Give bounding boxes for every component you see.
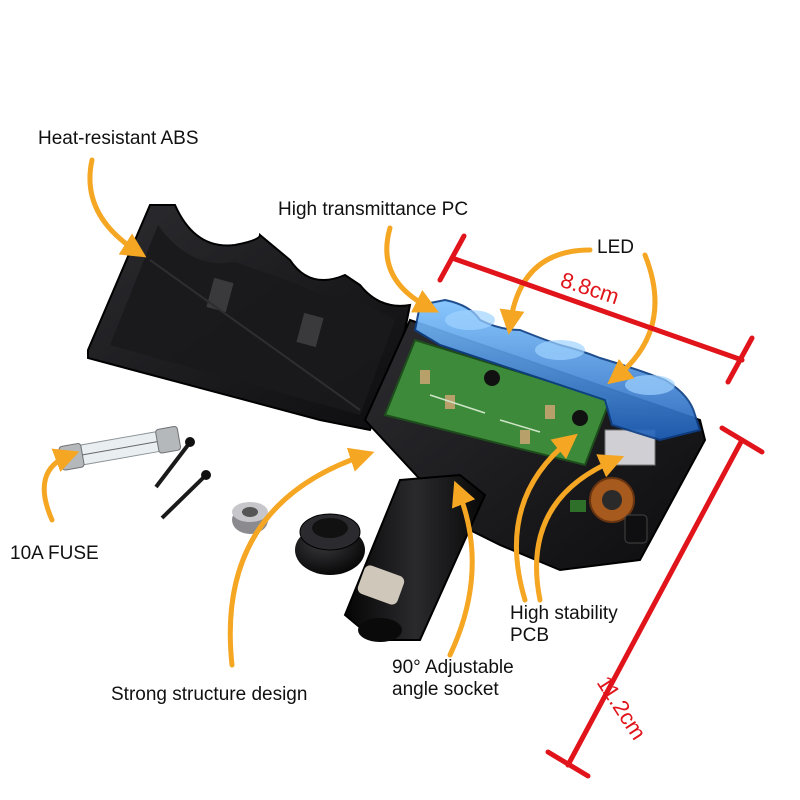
screws (154, 437, 211, 520)
glass-fuse (58, 426, 182, 471)
dimension-lines (437, 233, 765, 779)
label-pcb-line1: High stability (510, 603, 618, 624)
label-fuse: 10A FUSE (10, 543, 99, 564)
height-dimension-line (565, 437, 745, 768)
arrow-fuse (41, 448, 80, 523)
height-dimension-end-top (719, 425, 765, 455)
arrow-pcb-2 (534, 454, 625, 603)
label-led: LED (597, 237, 634, 258)
arrow-abs (87, 157, 147, 258)
label-pcb-line2: PCB (510, 625, 550, 646)
socket-cap (295, 513, 365, 575)
width-dimension-end-right (725, 335, 755, 385)
arrow-structure (227, 447, 375, 668)
open-lid-housing (87, 204, 412, 432)
arrow-pcb-1 (513, 433, 578, 603)
label-socket-line1: 90° Adjustable (392, 657, 514, 678)
arrow-led-2 (607, 252, 658, 385)
cigarette-plug (343, 473, 487, 642)
label-high-transmittance-pc: High transmittance PC (278, 199, 469, 220)
arrow-socket (447, 480, 476, 658)
transparent-pc-cover (413, 298, 702, 442)
width-dimension-line (449, 255, 745, 363)
metal-nut (232, 502, 268, 534)
annotation-arrows (41, 157, 658, 668)
width-dimension-end-left (437, 233, 467, 283)
height-dimension-end-bottom (545, 749, 591, 779)
label-heat-resistant-abs: Heat-resistant ABS (38, 128, 199, 149)
arrow-pc (384, 225, 439, 313)
label-strong-structure: Strong structure design (111, 684, 308, 705)
label-socket-line2: angle socket (392, 679, 499, 700)
arrow-led-1 (499, 247, 593, 335)
